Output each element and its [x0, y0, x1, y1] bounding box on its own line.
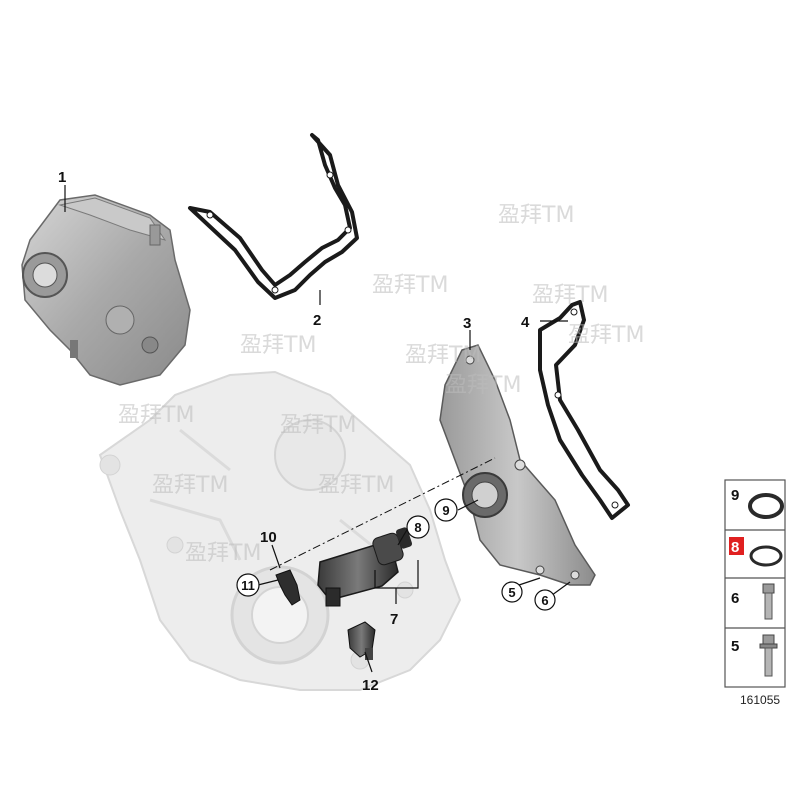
watermark: 盈拜TM [118, 403, 194, 428]
watermark-group: 盈拜TM 盈拜TM 盈拜TM 盈拜TM 盈拜TM 盈拜TM 盈拜TM 盈拜TM … [118, 203, 644, 566]
legend-label: 6 [731, 590, 739, 607]
watermark: 盈拜TM [445, 373, 521, 398]
front-cover-part [21, 194, 191, 386]
watermark: 盈拜TM [280, 413, 356, 438]
sensor-part [347, 621, 376, 660]
callout-6-group: 6 [534, 589, 556, 611]
leader-lines [64, 185, 571, 673]
flange-bolt-icon [759, 634, 778, 677]
legend-label: 9 [731, 487, 739, 504]
watermark: 盈拜TM [240, 333, 316, 358]
watermark: 盈拜TM [405, 343, 481, 368]
watermark: 盈拜TM [185, 541, 261, 566]
side-gasket-part [538, 300, 630, 520]
clip-part [275, 569, 301, 606]
callout-3: 3 [463, 315, 471, 332]
callout-5-group: 5 [501, 581, 523, 603]
watermark: 盈拜TM [532, 283, 608, 308]
callout-1: 1 [58, 169, 66, 186]
callout-11-group: 11 [236, 573, 260, 597]
callout-2: 2 [313, 312, 321, 329]
legend-label: 8 [731, 539, 739, 556]
alignment-line [269, 457, 496, 571]
watermark: 盈拜TM [498, 203, 574, 228]
callout-6: 6 [541, 593, 548, 608]
watermark: 盈拜TM [568, 323, 644, 348]
hex-bolt-icon [762, 583, 775, 620]
legend-highlight [729, 537, 744, 555]
watermark: 盈拜TM [152, 473, 228, 498]
callout-8-group: 8 [406, 515, 430, 539]
legend-label: 5 [731, 638, 739, 655]
solenoid-valve-part [317, 527, 413, 607]
callout-11: 11 [241, 578, 255, 593]
diagram-reference-number: 161055 [740, 693, 780, 707]
callout-8: 8 [414, 520, 421, 535]
callout-4: 4 [521, 314, 530, 331]
o-ring-thin-icon [749, 545, 783, 567]
side-cover-part [439, 344, 596, 586]
callout-7: 7 [390, 611, 398, 628]
o-ring-thick-icon [748, 493, 784, 519]
watermark: 盈拜TM [318, 473, 394, 498]
callout-9: 9 [442, 503, 449, 518]
callout-12: 12 [362, 677, 379, 694]
watermark: 盈拜TM [372, 273, 448, 298]
parts-legend: 9 8 6 5 161055 [724, 479, 786, 707]
callout-9-group: 9 [434, 498, 458, 522]
callout-5: 5 [508, 585, 515, 600]
cover-gasket-part [188, 133, 359, 300]
callout-10: 10 [260, 529, 277, 546]
